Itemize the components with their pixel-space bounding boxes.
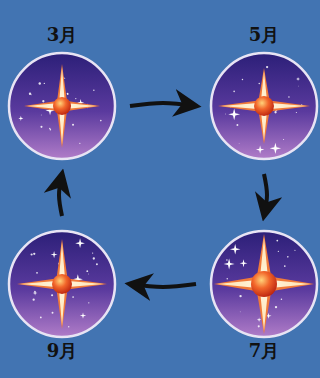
cycle-arrow <box>130 103 196 106</box>
month-label: 7月 <box>210 340 318 362</box>
month-label: 9月 <box>8 340 116 362</box>
month-circle: 3月 <box>8 52 116 160</box>
month-label: 3月 <box>8 24 116 46</box>
cycle-arrow <box>264 174 267 216</box>
month-circle: 5月 <box>210 52 318 160</box>
month-circle: 9月 <box>8 230 116 338</box>
cycle-arrow <box>130 284 196 287</box>
month-label: 5月 <box>210 24 318 46</box>
month-circle: 7月 <box>210 230 318 338</box>
starry-circle <box>210 230 318 338</box>
starry-circle <box>8 52 116 160</box>
starry-circle <box>210 52 318 160</box>
cycle-arrow <box>59 174 62 216</box>
starry-circle <box>8 230 116 338</box>
